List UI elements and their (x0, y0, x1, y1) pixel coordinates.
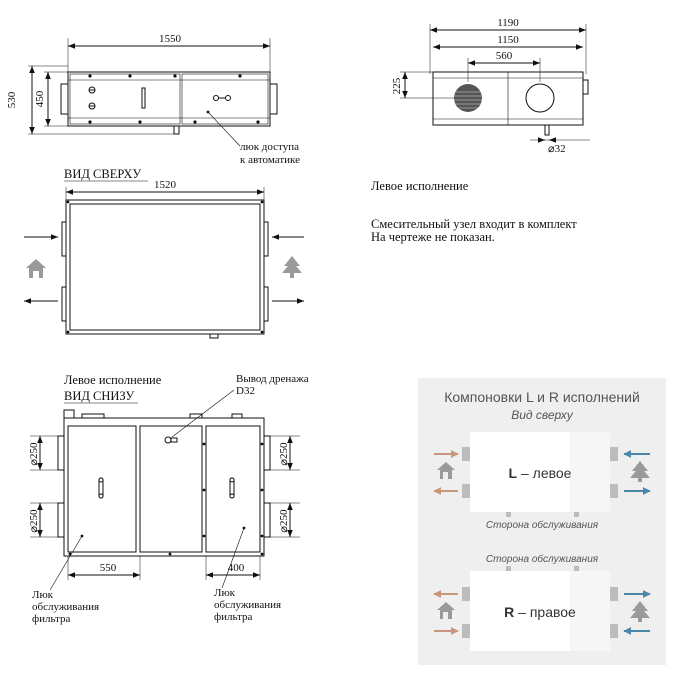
dim-550: 550 (100, 562, 117, 574)
dim-530: 530 (6, 91, 18, 108)
dim-250-right-bottom: ⌀250 (278, 509, 290, 533)
dim-drain-diameter: ⌀32 (548, 143, 566, 155)
top-view: ВИД СВЕРХУ 1520 (24, 167, 304, 339)
bottom-view: Левое исполнение ВИД СНИЗУ Вывод дренажа… (28, 373, 309, 625)
filter-hatch-left-1: Люк (32, 589, 54, 601)
dim-450: 450 (34, 90, 46, 107)
right-variant-label: R – правое (504, 604, 576, 620)
tree-icon (630, 601, 650, 622)
dim-250-left-top: ⌀250 (28, 442, 40, 466)
service-side-label-2: Сторона обслуживания (486, 553, 599, 565)
filter-hatch-right-1: Люк (214, 587, 236, 599)
layout-panel-title: Компоновки L и R исполнений (444, 389, 640, 405)
filter-hatch-left-3: фильтра (32, 613, 71, 625)
front-view: 1550 530 450 (6, 33, 300, 166)
house-icon (437, 462, 455, 479)
service-side-label-1: Сторона обслуживания (486, 519, 599, 531)
dim-1520: 1520 (154, 179, 177, 191)
filter-hatch-right-2: обслуживания (214, 599, 281, 611)
filter-hatch-right-3: фильтра (214, 611, 253, 623)
tree-icon (282, 256, 302, 278)
side-view: 1190 1150 560 225 ⌀32 (391, 17, 590, 155)
unit-left: L – левое Сторона обслуживания (433, 432, 651, 531)
bottom-variant-label: Левое исполнение (64, 373, 162, 387)
variant-left-note: Левое исполнение (371, 179, 469, 193)
mixing-note-line-2: На чертеже не показан. (371, 230, 495, 244)
bottom-view-title: ВИД СНИЗУ (64, 389, 134, 403)
house-icon (437, 602, 455, 619)
dim-250-right-top: ⌀250 (278, 442, 290, 466)
dim-1550: 1550 (159, 33, 182, 45)
dim-250-left-bottom: ⌀250 (28, 509, 40, 533)
filter-hatch-left-2: обслуживания (32, 601, 99, 613)
dim-225: 225 (391, 77, 403, 94)
house-icon (26, 259, 46, 278)
mixing-note-line-1: Смесительный узел входит в комплект (371, 217, 577, 231)
dim-1190: 1190 (497, 17, 519, 29)
automation-hatch-label-1: люк доступа (240, 141, 299, 153)
drain-label-2: D32 (236, 385, 255, 397)
unit-right: Сторона обслуживания R – правое (433, 553, 651, 651)
top-view-title: ВИД СВЕРХУ (64, 167, 141, 181)
layout-panel: Компоновки L и R исполнений Вид сверху L… (418, 378, 666, 665)
layout-panel-subtitle: Вид сверху (511, 408, 574, 422)
dim-560: 560 (496, 50, 513, 62)
automation-hatch-label-2: к автоматике (240, 154, 300, 166)
drain-label-1: Вывод дренажа (236, 373, 309, 385)
dim-400: 400 (228, 562, 245, 574)
tree-icon (630, 461, 650, 482)
dim-1150: 1150 (497, 34, 519, 46)
left-variant-label: L – левое (509, 465, 572, 481)
